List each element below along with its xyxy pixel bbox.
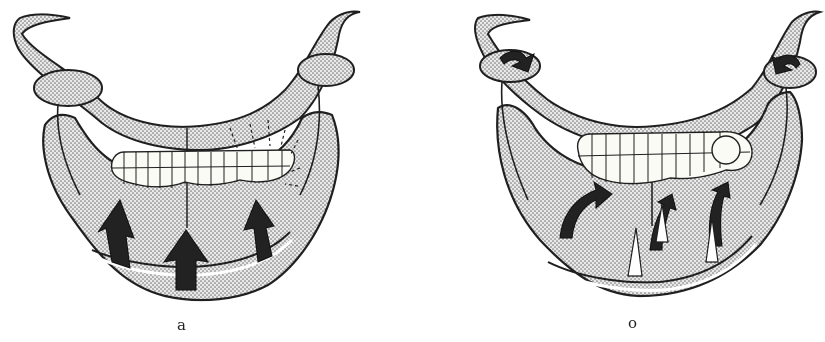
panel-a-right-condyle [298, 54, 354, 86]
panel-b-diagram [475, 11, 820, 296]
panel-a-label: a [177, 318, 186, 333]
panel-a-diagram [14, 11, 360, 300]
panel-b-label: o [628, 316, 637, 331]
panel-a-left-condyle [34, 70, 102, 106]
